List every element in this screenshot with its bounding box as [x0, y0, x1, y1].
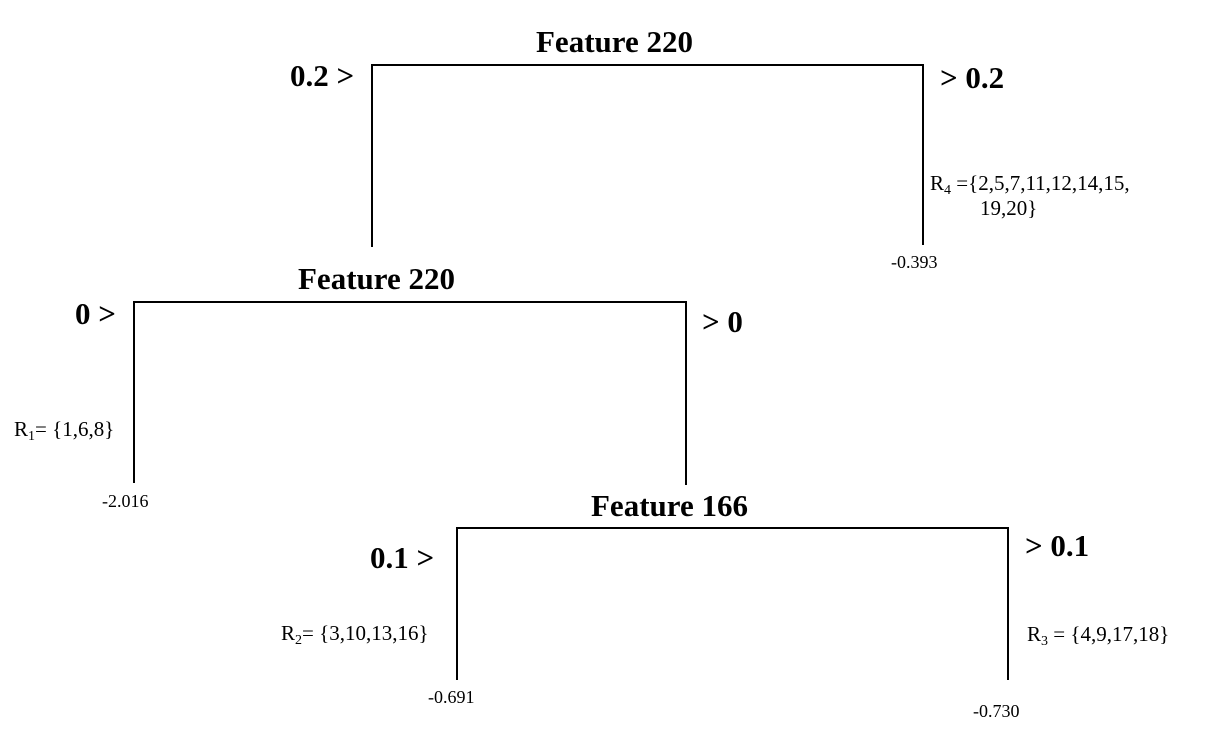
- root-split-edge: [371, 64, 924, 247]
- leaf-r2-region: R2= {3,10,13,16}: [281, 621, 429, 648]
- leaf-r4-letter: R: [930, 171, 945, 195]
- leaf-r1-letter: R: [14, 417, 29, 441]
- leaf-r3-letter: R: [1027, 622, 1042, 646]
- root-right-threshold: > 0.2: [940, 60, 1005, 95]
- bottom-left-threshold: 0.1 >: [370, 540, 435, 575]
- mid-split-edge: [133, 301, 687, 485]
- leaf-r4-set-line1: ={2,5,7,11,12,14,15,: [956, 171, 1130, 195]
- leaf-r1-region: R1= {1,6,8}: [14, 417, 115, 444]
- leaf-r4-subscript: 4: [944, 183, 952, 198]
- leaf-r1-subscript: 1: [28, 429, 36, 444]
- leaf-r3-region: R3 = {4,9,17,18}: [1027, 622, 1170, 649]
- leaf-r2-value: -0.691: [428, 687, 475, 707]
- leaf-r3-set: = {4,9,17,18}: [1053, 622, 1170, 646]
- bottom-feature-label: Feature 166: [591, 488, 748, 523]
- bottom-right-threshold: > 0.1: [1025, 528, 1090, 563]
- leaf-r4-set-line2: 19,20}: [980, 196, 1038, 220]
- root-feature-label: Feature 220: [536, 24, 693, 59]
- leaf-r4-region: R4 ={2,5,7,11,12,14,15,: [930, 171, 1130, 198]
- leaf-r2-subscript: 2: [295, 633, 303, 648]
- mid-left-threshold: 0 >: [75, 296, 116, 331]
- leaf-r2-set: = {3,10,13,16}: [302, 621, 429, 645]
- leaf-r4-value: -0.393: [891, 252, 938, 272]
- leaf-r2-letter: R: [281, 621, 296, 645]
- leaf-r1-value: -2.016: [102, 491, 149, 511]
- leaf-r3-subscript: 3: [1041, 634, 1049, 649]
- mid-right-threshold: > 0: [702, 304, 743, 339]
- leaf-r1-set: = {1,6,8}: [35, 417, 115, 441]
- leaf-r3-value: -0.730: [973, 701, 1020, 721]
- root-left-threshold: 0.2 >: [290, 58, 355, 93]
- mid-feature-label: Feature 220: [298, 261, 455, 296]
- bottom-split-edge: [456, 527, 1009, 680]
